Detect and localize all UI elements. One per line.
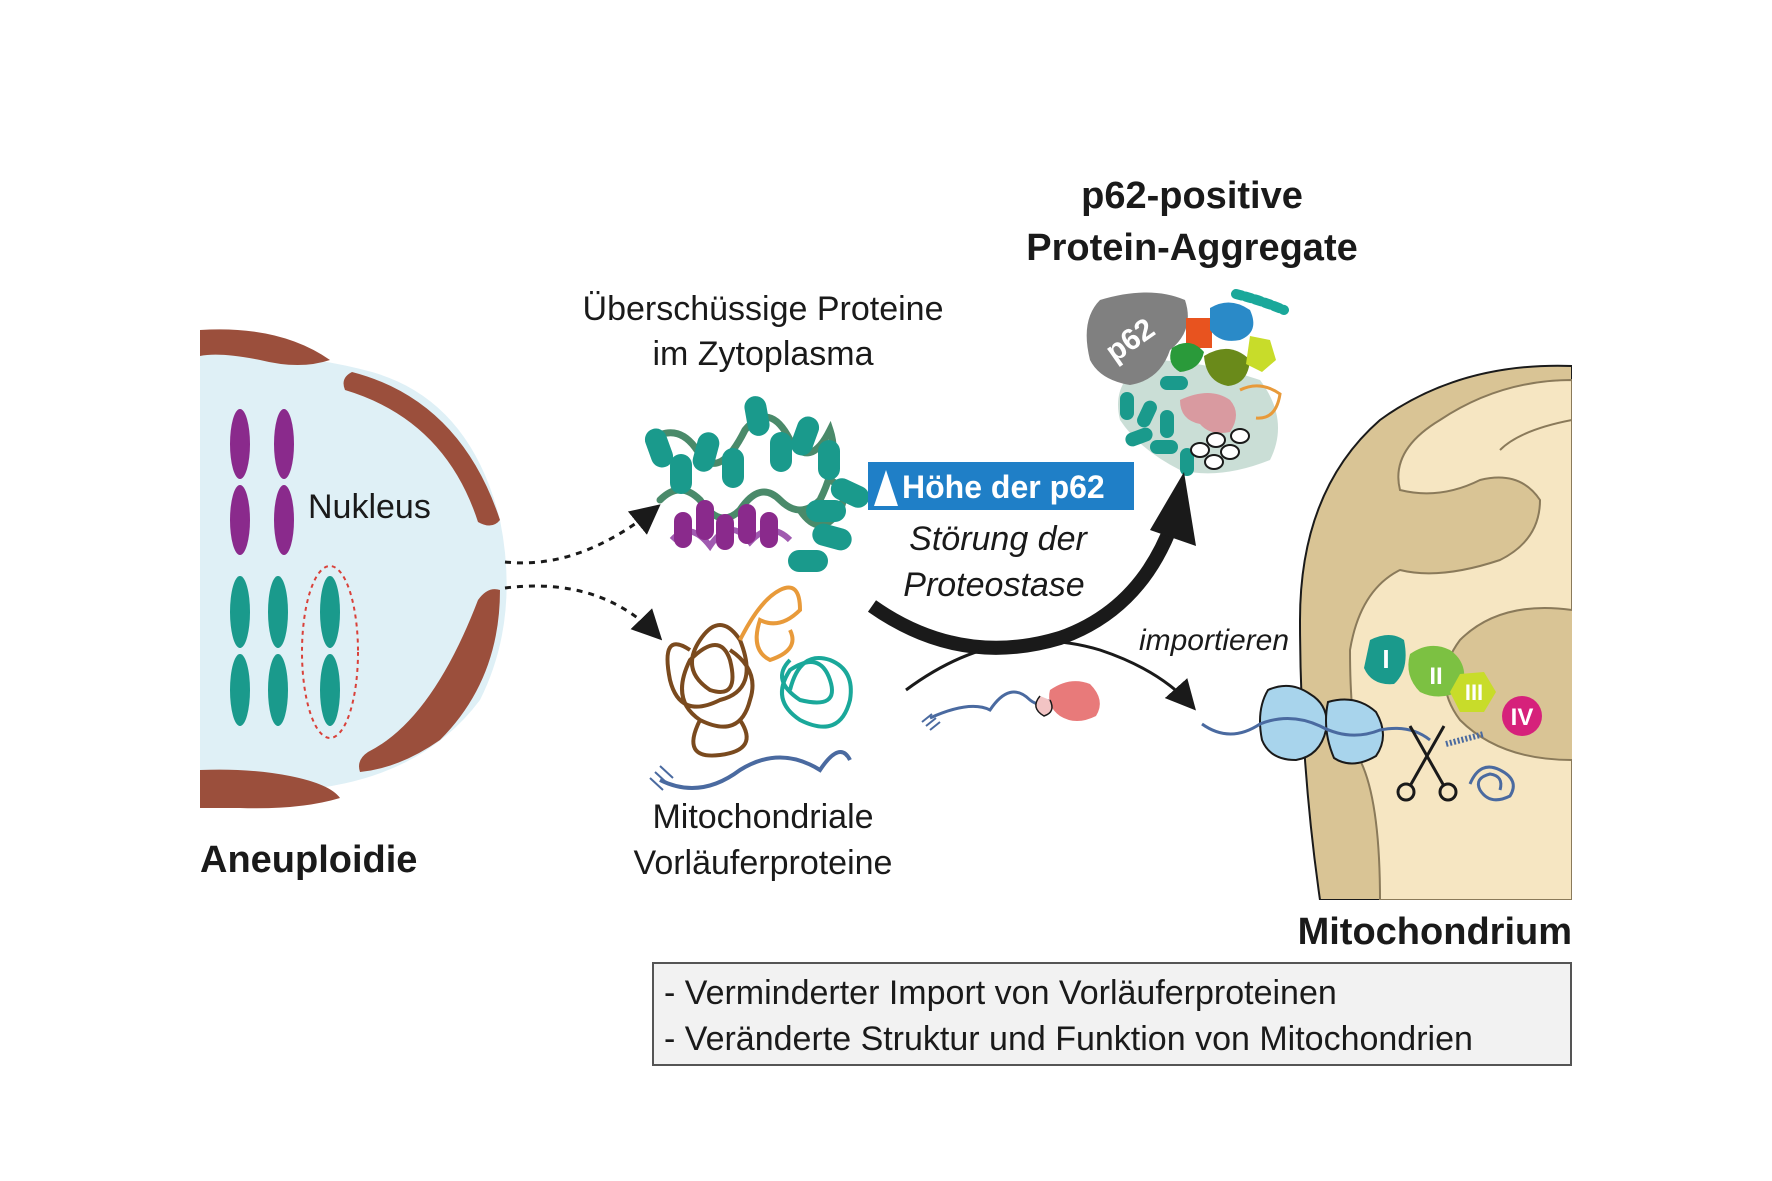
protein-domain: [744, 396, 770, 436]
protein-domain: [830, 478, 870, 508]
brown-precursor: [665, 623, 755, 729]
translocase-complex: [1201, 684, 1431, 765]
aggregation-arrow-head: [1150, 472, 1196, 546]
proteostasis-label-1: Störung der: [909, 520, 1088, 558]
protein-domain: [770, 432, 792, 472]
import-arrow: [905, 639, 1196, 711]
envelope-segment-top-left: [200, 329, 330, 365]
protein-domain: [788, 550, 828, 572]
envelope-segment-bottom-right: [359, 589, 500, 772]
summary-line-structure: - Veränderte Struktur und Funktion von M…: [664, 1020, 1473, 1058]
cleaved-presequence: [1445, 731, 1485, 747]
aggregates-label-2: Protein-Aggregate: [1026, 227, 1357, 269]
precursors-label-1: Mitochondriale: [652, 798, 873, 836]
chromosome-teal-extra: [301, 565, 359, 739]
aggregate-orange-block: [1186, 318, 1212, 348]
chromosome-teal-2: [268, 576, 288, 726]
protein-domain: [812, 523, 852, 551]
aggregate-lime-block: [1246, 336, 1276, 372]
purple-proteins: [669, 500, 793, 552]
nucleus-label: Nukleus: [308, 488, 431, 526]
aggregates-label-1: p62-positive: [1081, 175, 1303, 217]
proteostasis-label-2: Proteostase: [903, 566, 1084, 604]
teal-precursor: [780, 656, 853, 729]
respiratory-chain: I II III IV: [1364, 635, 1542, 736]
import-label: importieren: [1139, 624, 1289, 657]
complex-4-shape: [1502, 696, 1542, 736]
chromosome-teal-1: [230, 576, 250, 726]
tom-complex: [1259, 684, 1328, 762]
complex-4-label: IV: [1511, 704, 1534, 731]
aggregate-pink-block: [1180, 393, 1236, 433]
chromosomes: [230, 409, 359, 739]
complex-3-label: III: [1465, 680, 1483, 705]
dotted-arrow-to-cytoplasm: [504, 504, 661, 565]
aggregate-teal-domains: [1120, 376, 1194, 476]
complex-3-shape: [1450, 672, 1496, 712]
protein-domain: [644, 428, 674, 468]
p62-blob: [1086, 292, 1188, 385]
complex-2-label: II: [1429, 663, 1442, 690]
protein-domain: [722, 448, 744, 488]
protein-aggregate: p62: [1086, 289, 1289, 476]
importing-precursor-chain: [1201, 717, 1431, 742]
envelope-segment-bottom-left: [200, 769, 340, 809]
excess-proteins-label-2: im Zytoplasma: [652, 335, 873, 373]
aggregate-orange-strand: [1239, 384, 1282, 420]
aneuploidy-label: Aneuploidie: [200, 839, 417, 881]
extra-chromosome-highlight: [301, 565, 359, 739]
protein-domain: [692, 432, 720, 472]
scissors-icon: [1396, 725, 1458, 802]
orange-precursor: [738, 585, 803, 663]
protein-domain: [818, 440, 840, 480]
protein-domain: [670, 454, 692, 494]
mitochondrion: [1298, 364, 1572, 900]
tim-complex: [1325, 698, 1384, 765]
aggregate-olive-block: [1204, 348, 1250, 386]
p62-level-badge: Höhe der p62: [868, 462, 1134, 510]
chromosome-purple-2: [274, 409, 294, 555]
nucleus: [200, 329, 507, 809]
mitochondrium-label: Mitochondrium: [1298, 911, 1572, 953]
excess-protein-cluster: [644, 396, 870, 572]
precursors-label-2: Vorläuferproteine: [634, 844, 893, 882]
precursor-protein-cluster: [649, 585, 853, 791]
chaperone-icon: [1049, 681, 1100, 721]
excess-proteins-label-1: Überschüssige Proteine: [583, 290, 944, 328]
complex-1-shape: [1364, 635, 1406, 685]
envelope-segment-top-right: [343, 372, 500, 526]
summary-box: - Verminderter Import von Vorläuferprote…: [652, 962, 1572, 1066]
aggregate-white-domains: [1190, 428, 1250, 470]
complex-2-shape: [1408, 645, 1465, 697]
p62-level-label: Höhe der p62: [902, 469, 1105, 505]
aggregate-teal-chain: [1231, 289, 1289, 315]
dotted-arrow-to-precursors: [504, 584, 663, 641]
blue-precursor: [659, 750, 852, 790]
protein-domain: [790, 416, 820, 456]
mature-protein: [1468, 765, 1515, 802]
chromosome-purple-1: [230, 409, 250, 555]
complex-1-label: I: [1382, 644, 1389, 674]
summary-line-import: - Verminderter Import von Vorläuferprote…: [664, 974, 1337, 1012]
traveling-precursor: [921, 681, 1100, 731]
aggregation-arrow-shaft: [867, 521, 1179, 655]
aggregate-green-block: [1170, 342, 1204, 372]
aggregate-blue-block: [1210, 302, 1254, 341]
p62-badge-bg: [868, 462, 1134, 510]
protein-domain: [806, 500, 846, 522]
increase-triangle-icon: [874, 470, 898, 506]
